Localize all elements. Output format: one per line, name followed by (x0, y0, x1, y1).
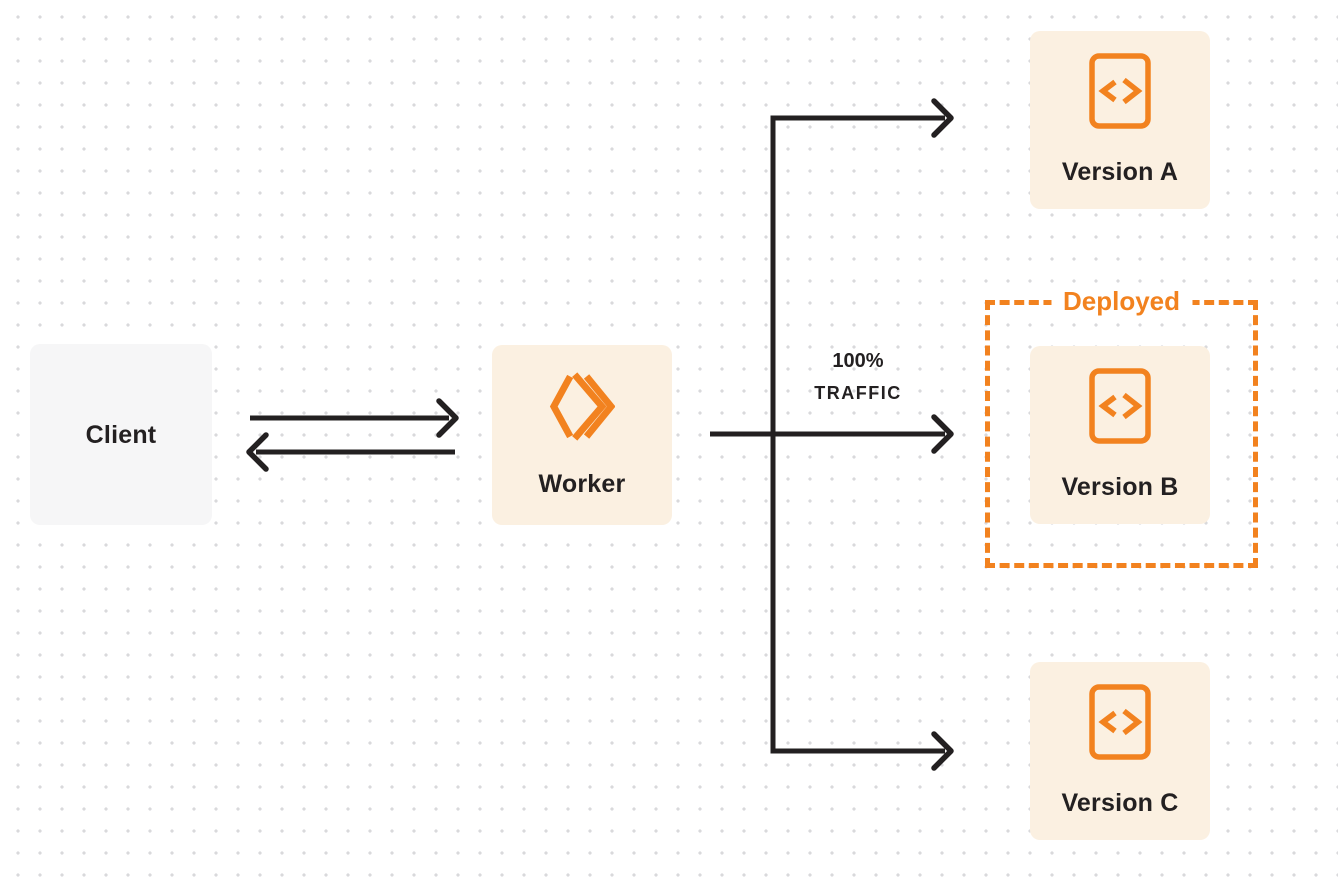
version-a-label: Version A (1061, 158, 1179, 186)
deployed-group: Deployed (985, 285, 1258, 568)
client-to-worker-arrowhead-icon (436, 398, 459, 438)
client-label: Client (85, 420, 157, 449)
client-node: Client (30, 344, 212, 525)
code-file-icon (1089, 368, 1151, 444)
worker-traffic-arrowhead-icon (931, 414, 954, 454)
version-b-label: Version B (1061, 473, 1179, 501)
version-c-node: Version C (1030, 662, 1210, 840)
branch-bottom-arrowhead-icon (931, 731, 954, 771)
traffic-word-text: TRAFFIC (814, 383, 902, 403)
worker-to-client-arrowhead-icon (246, 432, 269, 472)
branch-top-arrowhead-icon (931, 98, 954, 138)
traffic-annotation: 100% TRAFFIC (788, 351, 928, 402)
code-file-icon (1089, 684, 1151, 760)
worker-label: Worker (538, 470, 626, 498)
cloudflare-workers-logo-icon (549, 372, 615, 441)
worker-node: Worker (492, 345, 672, 525)
code-file-icon (1089, 53, 1151, 129)
traffic-percent-text: 100% (832, 350, 884, 372)
version-b-node: Version B (1030, 346, 1210, 524)
version-c-label: Version C (1061, 789, 1179, 817)
version-a-node: Version A (1030, 31, 1210, 209)
deployed-group-label: Deployed (1050, 285, 1193, 317)
branch-line (770, 115, 945, 754)
